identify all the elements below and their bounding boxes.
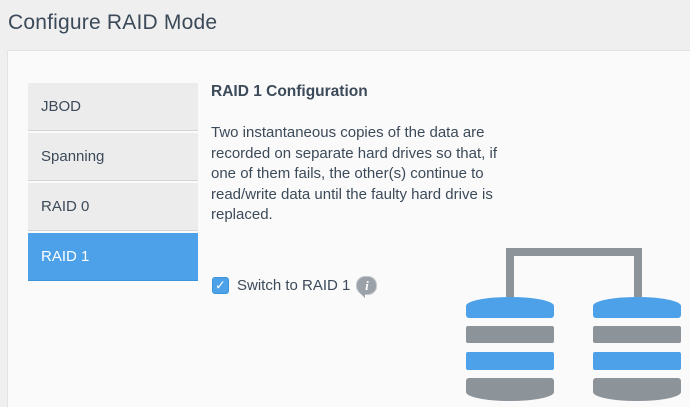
disk-segment (466, 297, 554, 318)
check-icon: ✓ (215, 277, 226, 293)
raid1-description: Two instantaneous copies of the data are… (211, 124, 497, 224)
switch-raid1-checkbox[interactable]: ✓ (212, 277, 229, 294)
section-heading: RAID 1 Configuration (211, 83, 368, 100)
page-title: Configure RAID Mode (8, 11, 218, 34)
raid-mode-list: JBOD Spanning RAID 0 RAID 1 (28, 83, 198, 283)
sidebar-item-spanning[interactable]: Spanning (28, 133, 198, 181)
sidebar-item-raid0[interactable]: RAID 0 (28, 183, 198, 231)
disk-segment (466, 378, 554, 401)
disk-drive-left-icon (466, 297, 554, 401)
raid-config-card: JBOD Spanning RAID 0 RAID 1 RAID 1 Confi… (7, 50, 690, 407)
sidebar-item-jbod[interactable]: JBOD (28, 83, 198, 131)
info-icon-glyph: i (365, 278, 369, 293)
switch-raid-row: ✓ Switch to RAID 1 i (212, 276, 378, 298)
disk-segment (593, 352, 681, 370)
raid1-config-section: RAID 1 Configuration Two instantaneous c… (211, 83, 511, 298)
disk-segment (466, 352, 554, 370)
switch-raid1-label: Switch to RAID 1 (237, 277, 351, 294)
disk-drive-right-icon (593, 297, 681, 401)
disk-segment (466, 326, 554, 343)
disk-segment (593, 326, 681, 343)
info-tooltip-icon[interactable]: i (356, 276, 378, 298)
sidebar-item-raid1[interactable]: RAID 1 (28, 233, 198, 281)
disk-segment (593, 378, 681, 401)
info-bubble-tail (359, 292, 366, 298)
mirror-link-bracket (506, 248, 642, 297)
disk-segment (593, 297, 681, 318)
